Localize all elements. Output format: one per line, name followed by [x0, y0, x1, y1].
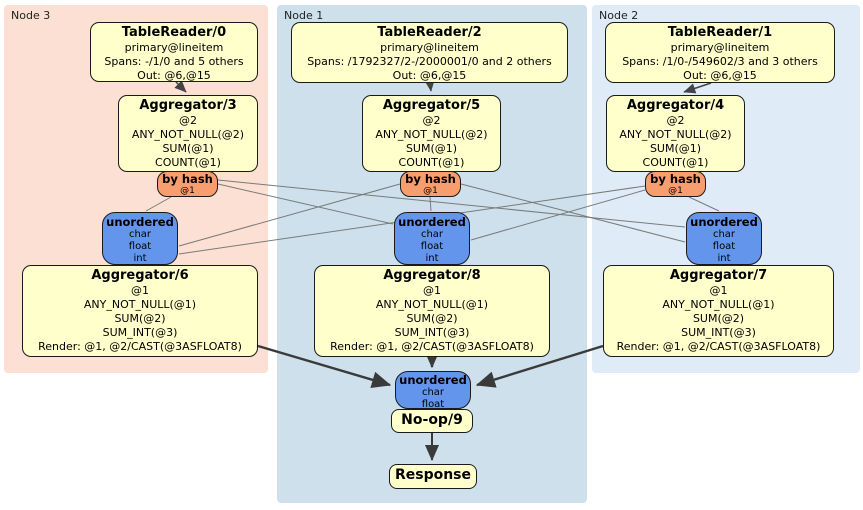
- router-detail: @1: [668, 186, 683, 196]
- router-by-hash-node2: by hash @1: [645, 171, 706, 197]
- processor-aggregator-5: Aggregator/5 @2 ANY_NOT_NULL(@2) SUM(@1)…: [362, 95, 501, 172]
- processor-title: Aggregator/4: [626, 98, 725, 113]
- processor-title: Aggregator/7: [669, 268, 768, 283]
- processor-details: @2 ANY_NOT_NULL(@2) SUM(@1) COUNT(@1): [619, 114, 732, 169]
- node-group-2-label: Node 2: [599, 9, 639, 22]
- processor-details: primary@lineitem Spans: /1792327/2-/2000…: [307, 41, 552, 82]
- sync-title: unordered: [690, 215, 758, 229]
- router-detail: @1: [180, 186, 195, 196]
- processor-title: No-op/9: [401, 412, 463, 428]
- processor-details: @1 ANY_NOT_NULL(@1) SUM(@2) SUM_INT(@3) …: [38, 284, 242, 353]
- sync-types: char float int: [712, 229, 736, 264]
- sync-types: char float: [421, 387, 445, 410]
- router-detail: @1: [423, 186, 438, 196]
- processor-tablereader-2: TableReader/2 primary@lineitem Spans: /1…: [291, 22, 568, 83]
- router-by-hash-node3: by hash @1: [157, 171, 218, 197]
- sync-title: unordered: [399, 373, 467, 387]
- processor-title: Aggregator/3: [139, 98, 237, 113]
- processor-title: Aggregator/5: [382, 98, 481, 113]
- processor-title: Aggregator/6: [91, 268, 189, 283]
- sync-unordered-node1: unordered char float int: [394, 212, 470, 265]
- processor-title: TableReader/1: [667, 25, 773, 40]
- router-title: by hash: [650, 172, 701, 186]
- sync-unordered-node3: unordered char float int: [102, 212, 178, 265]
- processor-noop-9: No-op/9: [391, 409, 473, 433]
- processor-details: @1 ANY_NOT_NULL(@1) SUM(@2) SUM_INT(@3) …: [616, 284, 821, 353]
- sync-title: unordered: [398, 215, 466, 229]
- processor-details: @2 ANY_NOT_NULL(@2) SUM(@1) COUNT(@1): [375, 114, 488, 169]
- processor-aggregator-6: Aggregator/6 @1 ANY_NOT_NULL(@1) SUM(@2)…: [22, 265, 258, 357]
- processor-details: primary@lineitem Spans: -/1/0 and 5 othe…: [104, 41, 244, 82]
- sync-unordered-final: unordered char float: [395, 371, 471, 410]
- node-group-1-label: Node 1: [284, 9, 324, 22]
- response-node: Response: [389, 464, 477, 489]
- processor-details: @2 ANY_NOT_NULL(@2) SUM(@1) COUNT(@1): [131, 114, 245, 169]
- router-title: by hash: [405, 172, 456, 186]
- sync-title: unordered: [106, 215, 174, 229]
- node-group-3-label: Node 3: [11, 9, 51, 22]
- router-title: by hash: [162, 172, 213, 186]
- processor-aggregator-8: Aggregator/8 @1 ANY_NOT_NULL(@1) SUM(@2)…: [314, 265, 550, 357]
- processor-title: Response: [394, 467, 472, 483]
- sync-types: char float int: [128, 229, 152, 264]
- sync-types: char float int: [420, 229, 444, 264]
- router-by-hash-node1: by hash @1: [400, 171, 461, 197]
- processor-aggregator-3: Aggregator/3 @2 ANY_NOT_NULL(@2) SUM(@1)…: [118, 95, 258, 172]
- processor-aggregator-4: Aggregator/4 @2 ANY_NOT_NULL(@2) SUM(@1)…: [606, 95, 745, 172]
- processor-aggregator-7: Aggregator/7 @1 ANY_NOT_NULL(@1) SUM(@2)…: [603, 265, 834, 357]
- processor-title: TableReader/2: [377, 25, 482, 40]
- processor-tablereader-1: TableReader/1 primary@lineitem Spans: /1…: [605, 22, 835, 83]
- processor-details: @1 ANY_NOT_NULL(@1) SUM(@2) SUM_INT(@3) …: [330, 284, 534, 353]
- sync-unordered-node2: unordered char float int: [686, 212, 762, 265]
- processor-title: TableReader/0: [121, 25, 227, 40]
- processor-tablereader-0: TableReader/0 primary@lineitem Spans: -/…: [90, 22, 258, 82]
- processor-title: Aggregator/8: [383, 268, 481, 283]
- processor-details: primary@lineitem Spans: /1/0-/549602/3 a…: [622, 41, 818, 82]
